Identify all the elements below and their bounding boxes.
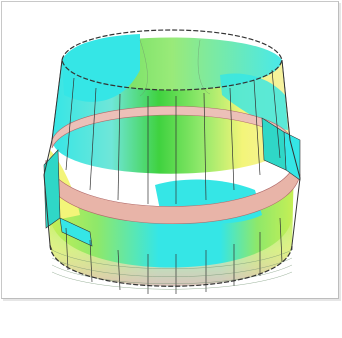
cylinder-lower-fade xyxy=(50,215,292,287)
cylinder-bottom-rim xyxy=(49,244,293,287)
viewport-shadow-bottom xyxy=(3,299,341,301)
contour-lines xyxy=(51,39,293,290)
flange-segment-front-left xyxy=(59,217,93,247)
cylinder-lower-wall xyxy=(48,165,294,287)
contour-cyan-right xyxy=(220,73,288,130)
mesh-lines xyxy=(49,59,293,294)
cylinder-left-edge xyxy=(43,59,63,246)
cylinder-right-edge xyxy=(281,59,301,246)
flange-segment-right xyxy=(283,131,301,181)
viewport-shadow-right xyxy=(339,3,341,301)
contour-cyan-upper xyxy=(62,34,140,102)
